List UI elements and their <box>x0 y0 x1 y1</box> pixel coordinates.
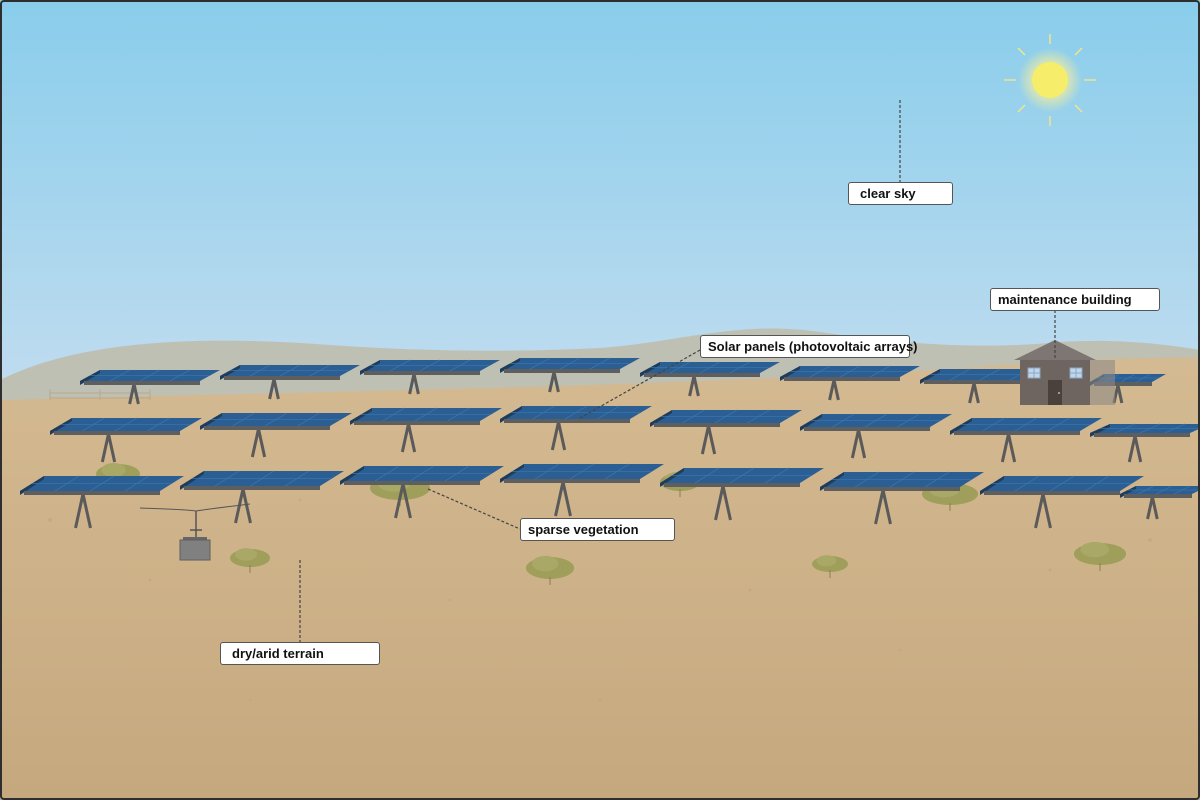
label-clear-sky: clear sky <box>848 182 953 205</box>
solar-panel-icon <box>1090 423 1200 463</box>
solar-panel-icon <box>360 359 500 395</box>
ground <box>0 357 1200 800</box>
solar-panel-icon <box>220 364 360 400</box>
solar-panel-icon <box>500 357 640 393</box>
solar-panel-icon <box>350 407 502 453</box>
solar-panel-icon <box>950 417 1102 463</box>
label-maintenance-building: maintenance building <box>990 288 1160 311</box>
solar-panel-icon <box>80 369 220 405</box>
label-solar-panels: Solar panels (photovoltaic arrays) <box>700 335 918 358</box>
solar-panel-icon <box>980 475 1144 529</box>
solar-panel-icon <box>340 465 504 519</box>
sun-icon <box>1004 34 1096 126</box>
ground-texture <box>48 498 1152 702</box>
leader-lines <box>299 100 1056 642</box>
solar-panel-icon <box>650 409 802 455</box>
solar-panel-icon <box>820 471 984 525</box>
shrub-icon <box>230 548 270 573</box>
shrub-icon <box>812 555 848 578</box>
solar-panel-icon <box>780 365 920 401</box>
solar-panel-icon <box>800 413 952 459</box>
solar-panel-icon <box>50 417 202 463</box>
solar-panel-icon <box>660 467 824 521</box>
solar-panel-icon <box>640 361 780 397</box>
shrub-icon <box>1074 541 1126 571</box>
solar-panel-icon <box>1120 485 1200 520</box>
label-sparse-vegetation: sparse vegetation <box>520 518 675 541</box>
utility-box-icon <box>139 503 251 561</box>
solar-panel-icon <box>20 475 184 529</box>
shrub-icon <box>526 555 574 585</box>
label-dry-arid-terrain: dry/arid terrain <box>220 642 380 665</box>
solar-panel-icon <box>180 470 344 524</box>
solar-panel-icon <box>500 405 652 451</box>
solar-panel-icon <box>500 463 664 517</box>
solar-panel-icon <box>200 412 352 458</box>
